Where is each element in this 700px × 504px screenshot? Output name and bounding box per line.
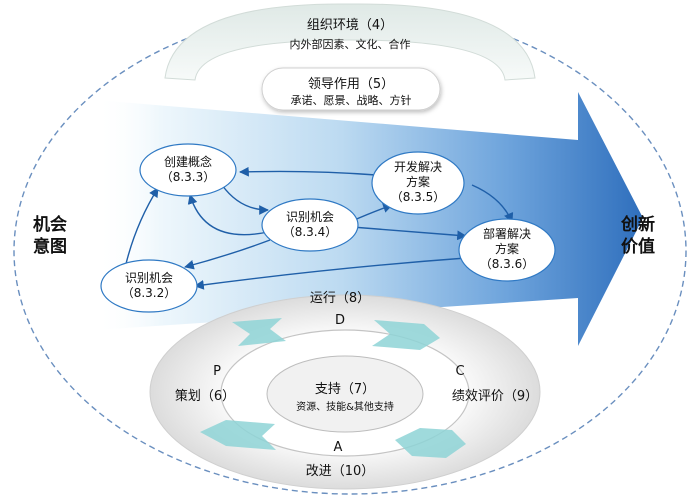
connector-center-to-left <box>184 239 271 270</box>
node-deploy-label: 部署解决 方案 （8.3.6） <box>459 227 555 272</box>
node-create-concept-label: 创建概念 （8.3.3） <box>140 155 236 185</box>
opportunity-intent-line1: 机会 <box>33 215 67 235</box>
cycle-arrow-bottom-left <box>200 420 276 450</box>
evaluation-label: 绩效评价（9） <box>451 389 539 404</box>
innovation-arrow <box>95 92 643 346</box>
node-identify-center-label: 识别机会 （8.3.4） <box>262 210 358 240</box>
context-band <box>164 3 536 81</box>
connector-deploy-to-left <box>194 257 467 290</box>
node-create-concept-line1: 创建概念 <box>163 155 212 169</box>
cycle-c-letter: C <box>455 364 465 379</box>
node-identify-center-line2: （8.3.4） <box>282 225 338 239</box>
connector-develop-to-concept <box>239 166 377 177</box>
node-develop-label: 开发解决 方案 （8.3.5） <box>372 160 464 205</box>
node-develop-line2: 方案 <box>405 175 430 189</box>
node-deploy-line3: （8.3.6） <box>479 257 535 271</box>
cycle-arrow-top-left <box>232 318 286 346</box>
support-subtitle: 资源、技能&其他支持 <box>296 402 394 413</box>
cycle-a-letter: A <box>333 440 343 455</box>
plan-label: 策划（6） <box>174 389 236 404</box>
cycle-arrow-bottom-right <box>395 428 466 458</box>
node-identify-left-line2: （8.3.2） <box>121 286 177 300</box>
support-ring <box>266 355 424 433</box>
innovation-value-label: 创新 价值 <box>616 214 660 258</box>
connectors <box>124 166 514 290</box>
node-identify-center <box>261 198 359 252</box>
cycle-p-letter: P <box>213 364 221 379</box>
node-create-concept <box>139 143 237 197</box>
node-deploy-line2: 方案 <box>494 242 519 256</box>
node-deploy-line1: 部署解决 <box>482 227 531 241</box>
node-create-concept-line2: （8.3.3） <box>160 170 216 184</box>
connector-center-to-concept <box>187 194 269 236</box>
operation-label: 运行（8） <box>309 291 371 306</box>
cycle-arrow-top-right <box>372 320 440 350</box>
node-identify-left-label: 识别机会 （8.3.2） <box>101 271 197 301</box>
cycle-d-letter: D <box>334 313 345 328</box>
connector-concept-to-center <box>221 184 269 215</box>
node-identify-left-line1: 识别机会 <box>124 271 173 285</box>
node-identify-center-line1: 识别机会 <box>285 210 334 224</box>
improve-label: 改进（10） <box>305 464 375 479</box>
node-identify-left <box>100 259 198 313</box>
context-subtitle: 内外部因素、文化、合作 <box>289 38 411 51</box>
connector-left-to-concept <box>124 187 159 269</box>
support-title: 支持（7） <box>314 382 376 397</box>
node-develop <box>371 151 465 215</box>
opportunity-intent-line2: 意图 <box>33 237 67 257</box>
node-develop-line3: （8.3.5） <box>390 190 446 204</box>
connector-center-to-deploy <box>351 226 467 241</box>
leadership-title: 领导作用（5） <box>307 77 395 92</box>
context-title: 组织环境（4） <box>306 18 394 33</box>
leadership-box <box>261 67 441 111</box>
leadership-subtitle: 承诺、愿景、战略、方针 <box>290 94 412 107</box>
innovation-value-line2: 价值 <box>621 237 655 257</box>
connector-develop-to-deploy <box>471 184 514 223</box>
node-deploy <box>458 218 556 282</box>
node-develop-line1: 开发解决 <box>393 160 442 174</box>
innovation-value-line1: 创新 <box>621 215 655 235</box>
opportunity-intent-label: 机会 意图 <box>30 214 70 258</box>
